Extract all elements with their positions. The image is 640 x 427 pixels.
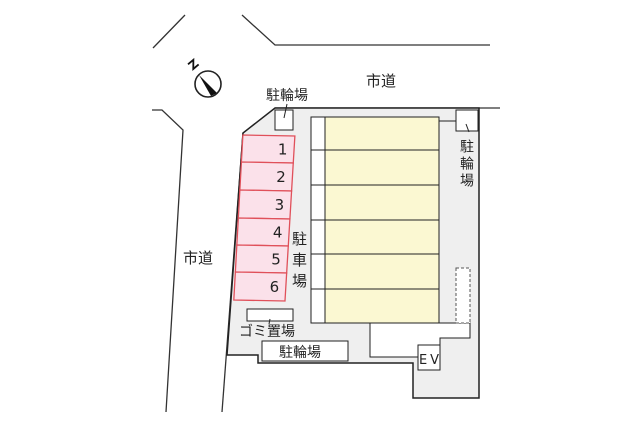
- label-bicycle-parking-bottom: 駐輪場: [279, 344, 321, 361]
- bicycle-parking-dashed: [455, 267, 471, 324]
- bicycle-parking-bottom: [261, 340, 349, 362]
- label-garbage-area: ゴミ置場: [239, 323, 295, 340]
- label-city-road-top: 市道: [366, 72, 396, 90]
- parking-space: [233, 271, 288, 302]
- parking-space-number: 5: [271, 251, 281, 269]
- label-city-road-left: 市道: [183, 249, 213, 267]
- label-bicycle-parking-top: 駐輪場: [266, 87, 308, 104]
- label-bicycle-parking-right: 駐輪場: [458, 139, 474, 190]
- parking-space-number: 2: [276, 168, 286, 186]
- parking-space-number: 4: [273, 224, 283, 242]
- parking-space-number: 6: [270, 278, 280, 296]
- label-car-parking: 駐車場: [290, 231, 308, 294]
- parking-spaces: 1 2 3 4 5 6: [233, 134, 296, 302]
- elevator: [417, 344, 441, 371]
- compass-icon: [187, 57, 222, 98]
- parking-space-number: 3: [275, 196, 285, 214]
- parking-space-number: 1: [278, 141, 288, 159]
- bicycle-parking-right: [455, 109, 479, 132]
- apartment-building: [310, 116, 456, 324]
- bicycle-parking-top: [274, 109, 294, 131]
